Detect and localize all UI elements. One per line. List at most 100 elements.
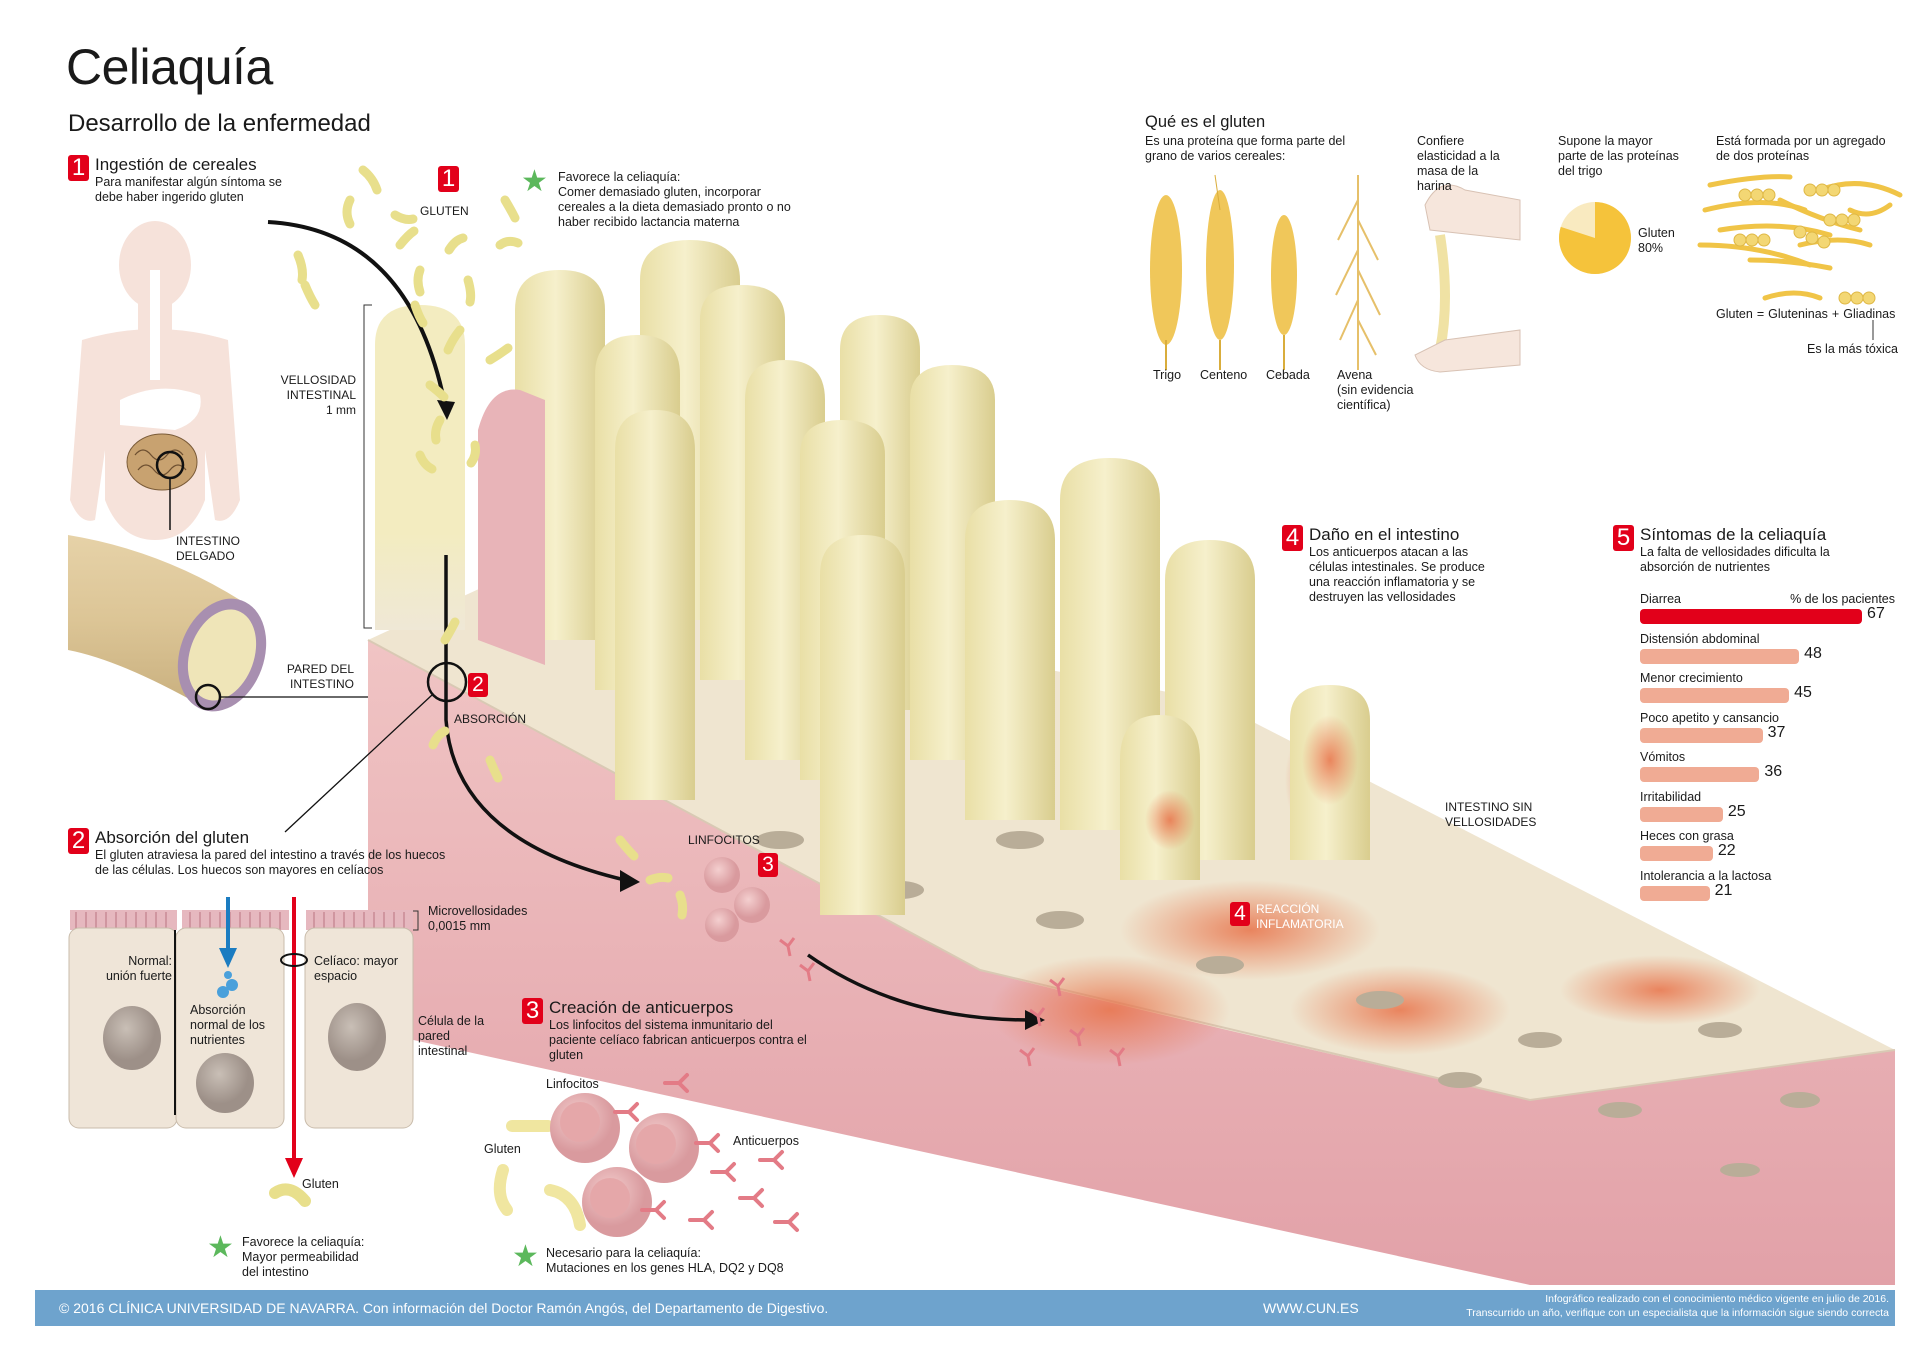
footer-website-link[interactable]: WWW.CUN.ES — [1263, 1300, 1359, 1316]
footer-bar: © 2016 CLÍNICA UNIVERSIDAD DE NAVARRA. C… — [35, 1290, 1895, 1326]
villus — [965, 500, 1055, 820]
symptom-bar — [1640, 806, 1723, 822]
risk-text: Mayor permeabilidad del intestino — [242, 1250, 359, 1279]
step2-header: 2 Absorción del gluten El gluten atravie… — [68, 828, 455, 878]
step4-diagram-badge: 4 — [1230, 902, 1250, 926]
formula-gluten: Gluten — [1716, 307, 1753, 321]
villus-height-bracket — [363, 304, 372, 629]
villus — [820, 535, 905, 915]
step1-risk-factor: Favorece la celiaquía: Comer demasiado g… — [558, 170, 808, 230]
page-title: Celiaquía — [66, 39, 273, 95]
gluten-cell-label: Gluten — [302, 1177, 339, 1191]
proportion-text: Supone la mayor parte de las proteínas d… — [1558, 134, 1679, 178]
symptom-value: 45 — [1794, 684, 1812, 701]
small-intestine-tube — [68, 535, 368, 712]
symptom-value: 21 — [1714, 881, 1733, 899]
pie-slice-gluten — [1559, 202, 1631, 275]
step1-header: 1 Ingestión de cereales Para manifestar … — [68, 155, 300, 205]
antibodies-scene — [779, 937, 1126, 1067]
symptom-value: 25 — [1727, 802, 1746, 820]
cell-wall-label: Célula de la pared intestinal — [418, 1014, 485, 1058]
symptom-label: Intolerancia a la lactosa — [1640, 868, 1772, 883]
toxic-note: Es la más tóxica — [1807, 342, 1899, 356]
villus-label: VELLOSIDAD INTESTINAL 1 mm — [276, 373, 356, 418]
chart-unit-label: % de los pacientes — [1790, 592, 1895, 606]
pie-label: Gluten 80% — [1638, 226, 1675, 256]
symptom-value: 48 — [1804, 644, 1822, 662]
protein-aggregate — [1697, 174, 1903, 301]
microvilli-label: Microvellosidades 0,0015 mm — [428, 904, 527, 934]
anticuerpos-label: Anticuerpos — [733, 1134, 800, 1148]
disclaimer-line-1: Infográfico realizado con el conocimient… — [1545, 1293, 1889, 1305]
symptom-value: 22 — [1717, 842, 1736, 859]
villus — [615, 410, 695, 800]
symptom-label: Diarrea — [1640, 592, 1681, 606]
symptom-label: Poco apetito y cansancio — [1640, 710, 1779, 725]
cereal-avena-note: (sin evidencia científica) — [1337, 383, 1414, 412]
pared-label: PARED DEL INTESTINO — [286, 662, 354, 691]
requirement-text: Mutaciones en los genes HLA, DQ2 y DQ8 — [546, 1261, 784, 1275]
step2-description: El gluten atraviesa la pared del intesti… — [95, 848, 446, 877]
dough-stretch-illustration — [1414, 184, 1521, 373]
step3-badge: 3 — [522, 998, 543, 1024]
step4-header: 4 Daño en el intestino Los anticuerpos a… — [1282, 525, 1489, 605]
gluten-info-heading: Qué es el gluten — [1145, 113, 1266, 131]
footer-disclaimer: Infográfico realizado con el conocimient… — [1466, 1292, 1889, 1320]
step5-description: La falta de vellosidades dificulta la ab… — [1640, 545, 1830, 574]
disclaimer-line-2: Transcurrido un año, verifique con un es… — [1466, 1307, 1889, 1319]
cereal-illustrations — [1150, 174, 1381, 370]
symptom-bar — [1640, 648, 1800, 664]
symptom-label: Vómitos — [1640, 750, 1686, 764]
elasticity-text: Confiere elasticidad a la masa de la har… — [1417, 134, 1500, 193]
gluten-particles — [293, 165, 688, 920]
gliadin-beads — [1733, 183, 1876, 305]
step1-badge: 1 — [68, 155, 89, 181]
formula-equals: = — [1756, 307, 1765, 321]
pie-label-name: Gluten — [1638, 226, 1675, 240]
symptom-row: Vómitos 36 — [1640, 750, 1895, 790]
step5-header: 5 Síntomas de la celiaquía La falta de v… — [1613, 525, 1860, 575]
symptom-bar — [1640, 885, 1710, 901]
step3-description: Los linfocitos del sistema inmunitario d… — [549, 1018, 807, 1062]
normal-junction-label: Normal: unión fuerte — [105, 954, 172, 983]
cereal-avena: Avena (sin evidencia científica) — [1337, 368, 1427, 413]
step3-heading: Creación de anticuerpos — [549, 998, 734, 1017]
formula-gliadinas: Gliadinas — [1843, 307, 1896, 321]
gluten-info-description: Es una proteína que forma parte del gran… — [1145, 134, 1346, 163]
step1-description: Para manifestar algún síntoma se debe ha… — [95, 175, 282, 204]
cell-diagram — [68, 897, 419, 1207]
requirement-title: Necesario para la celiaquía: — [546, 1246, 701, 1260]
symptom-label: Irritabilidad — [1640, 789, 1702, 804]
symptom-value: 36 — [1764, 763, 1783, 780]
villus-cross-section — [478, 389, 545, 665]
step3-diagram-badge: 3 — [758, 853, 778, 877]
gluten-formula: Gluten = Gluteninas + Gliadinas — [1716, 307, 1895, 322]
star-icon: ★ — [512, 1240, 539, 1273]
step2-badge: 2 — [68, 828, 89, 854]
step3-header: 3 Creación de anticuerpos Los linfocitos… — [522, 998, 809, 1063]
ingestion-arrow — [267, 220, 447, 406]
absorption-zoom-circle — [426, 661, 468, 703]
microvilli-size: 0,0015 mm — [428, 919, 491, 933]
inflammation-tag: 4 REACCIÓN INFLAMATORIA — [1230, 902, 1346, 932]
risk-title: Favorece la celiaquía: — [242, 1235, 365, 1249]
symptom-value: 37 — [1767, 723, 1786, 741]
celiac-junction-label: Celíaco: mayor espacio — [314, 954, 399, 983]
microvilli-name: Microvellosidades — [428, 904, 528, 918]
no-villi-label: INTESTINO SIN VELLOSIDADES — [1445, 800, 1537, 829]
intestino-delgado-label: INTESTINO DELGADO — [176, 534, 241, 563]
step2-heading: Absorción del gluten — [95, 828, 250, 847]
gluten-label: GLUTEN — [420, 204, 469, 218]
antibody-arrow — [806, 953, 1031, 1022]
antibody-creation-diagram — [493, 1073, 799, 1237]
formula-gluteninas: Gluteninas — [1768, 307, 1828, 321]
symptom-bar — [1640, 846, 1713, 861]
step2-risk-factor: Favorece la celiaquía: Mayor permeabilid… — [242, 1235, 372, 1280]
